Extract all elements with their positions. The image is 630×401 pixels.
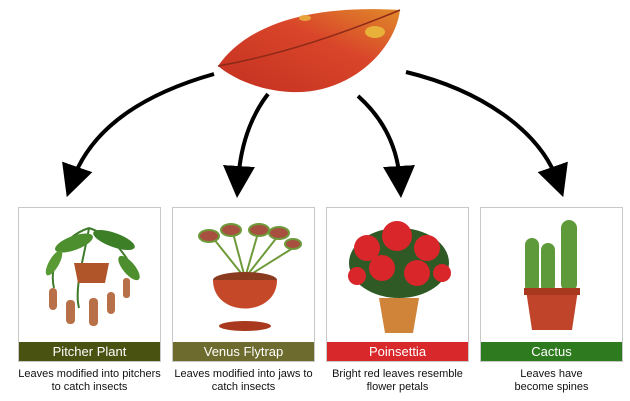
plant-description: Leaves have become spines bbox=[514, 368, 589, 393]
venus-flytrap-image bbox=[198, 223, 302, 331]
plant-label: Poinsettia bbox=[327, 342, 468, 361]
arrow-to-poinsettia bbox=[356, 94, 415, 198]
plant-label: Venus Flytrap bbox=[173, 342, 314, 361]
arrow-to-pitcher-plant bbox=[62, 72, 215, 198]
plant-label: Cactus bbox=[481, 342, 622, 361]
poinsettia-image bbox=[348, 221, 451, 333]
card-poinsettia: Poinsettia bbox=[326, 207, 469, 362]
plant-description: Bright red leaves resemble flower petals bbox=[332, 368, 463, 393]
arrow-to-venus-flytrap bbox=[223, 92, 270, 198]
red-leaf-image bbox=[217, 9, 401, 93]
plant-label: Pitcher Plant bbox=[19, 342, 160, 361]
pitcher-plant-image bbox=[45, 227, 140, 326]
plant-description: Leaves modified into pitchers to catch i… bbox=[18, 368, 161, 393]
plant-description: Leaves modified into jaws to catch insec… bbox=[174, 368, 313, 393]
arrows bbox=[62, 70, 568, 198]
card-cactus: Cactus bbox=[480, 207, 623, 362]
cactus-image bbox=[524, 220, 580, 330]
card-venus-flytrap: Venus Flytrap bbox=[172, 207, 315, 362]
arrow-to-cactus bbox=[405, 70, 568, 198]
card-pitcher-plant: Pitcher Plant bbox=[18, 207, 161, 362]
